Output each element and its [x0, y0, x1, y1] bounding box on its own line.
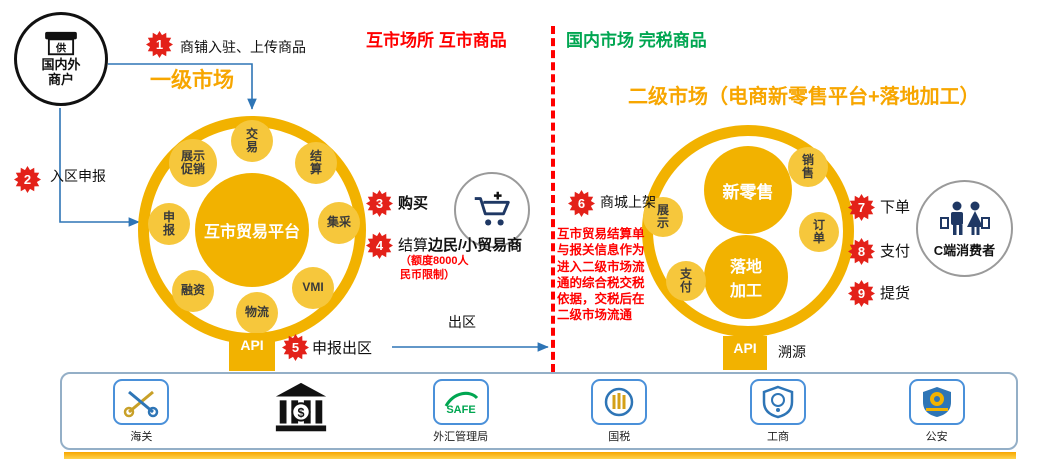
svg-text:$: $: [297, 405, 304, 419]
exit-zone-label: 出区: [448, 314, 476, 330]
step-4-label: 结算边民/小贸易商: [398, 237, 523, 254]
cart-circle: [454, 172, 530, 248]
secondary-market-title: 二级市场（电商新零售平台+落地加工）: [628, 86, 980, 108]
step-5-num: 5: [291, 340, 300, 355]
agency-commerce-label: 工商: [766, 430, 789, 443]
tax-basis-note: 互市贸易结算单与报关信息作为进入二级市场流通的综合税交税依据，交税后在二级市场流…: [557, 227, 645, 323]
svg-text:SAFE: SAFE: [446, 404, 475, 416]
agency-police: 公安: [908, 378, 965, 444]
step-8-num: 8: [857, 244, 866, 259]
merchant-circle: 供 国内外商户: [14, 12, 108, 106]
satellite-display: 展示: [643, 197, 683, 237]
step-9-label: 提货: [880, 285, 911, 302]
satellite-sales: 销售: [788, 147, 828, 187]
satellite-finance: 融资: [172, 270, 214, 312]
agency-commerce: 工商: [749, 378, 806, 444]
right-market-title: 国内市场 完税商品: [566, 31, 707, 50]
svg-text:供: 供: [55, 42, 67, 55]
agency-safe: SAFE 外汇管理局: [432, 378, 489, 444]
step-1-num: 1: [155, 37, 164, 52]
new-retail-hub: 新零售: [704, 146, 792, 234]
satellite-trade: 交易: [231, 120, 273, 162]
step-1-label: 商铺入驻、上传商品: [180, 39, 306, 55]
trace-label: 溯源: [778, 344, 806, 360]
step-4-num: 4: [375, 238, 384, 253]
left-api-tab: API: [229, 333, 275, 371]
step-2-num: 2: [23, 172, 32, 187]
bank-icon: $: [275, 382, 327, 431]
consumers-icon: [939, 201, 990, 235]
satellite-payment: 支付: [666, 261, 706, 301]
step-5-label: 申报出区: [312, 340, 373, 357]
step-3-num: 3: [375, 196, 384, 211]
satellite-declare: 申报: [148, 203, 190, 245]
step-3-badge: 3: [366, 190, 393, 217]
step-8-label: 支付: [880, 243, 911, 260]
storefront-icon: 供: [45, 31, 77, 56]
right-api-tab: API: [723, 336, 767, 370]
step-2-badge: 2: [14, 166, 41, 193]
agency-police-label: 公安: [925, 430, 948, 443]
agency-safe-label: 外汇管理局: [433, 430, 489, 443]
satellite-settlement: 结算: [295, 142, 337, 184]
shopping-cart-icon: [474, 191, 510, 226]
step-1-badge: 1: [146, 31, 173, 58]
step-2-label: 入区申报: [50, 168, 106, 184]
local-processing-hub: 落地加工: [704, 235, 788, 319]
agency-bar: 海关 $ SAFE 外汇管理局: [60, 372, 1018, 450]
agency-tax: 国税: [591, 378, 648, 444]
step-6-badge: 6: [568, 190, 595, 217]
tax-icon: [591, 378, 648, 425]
agency-customs-label: 海关: [130, 430, 153, 443]
agency-customs: 海关: [113, 378, 170, 444]
step-7-num: 7: [857, 200, 866, 215]
primary-market-title: 一级市场: [150, 69, 234, 92]
police-badge-icon: [908, 378, 965, 425]
consumer-circle: C端消费者: [916, 180, 1013, 277]
market-divider-line: [551, 26, 555, 372]
agency-tax-label: 国税: [608, 430, 631, 443]
trade-platform-hub: 互市贸易平台: [195, 173, 309, 287]
bottom-accent-bar: [64, 452, 1016, 459]
satellite-promo: 展示促销: [169, 139, 217, 187]
left-market-title: 互市场所 互市商品: [366, 31, 507, 50]
commerce-shield-icon: [749, 378, 806, 425]
step-4-badge: 4: [366, 232, 393, 259]
step-6-label: 商城上架: [600, 194, 656, 210]
consumer-name: C端消费者: [933, 242, 996, 258]
step-9-num: 9: [857, 286, 866, 301]
quota-note: （额度8000人民币限制）: [400, 255, 469, 281]
agency-bank: $: [272, 381, 330, 442]
satellite-vmi: VMI: [292, 267, 334, 309]
satellite-procurement: 集采: [318, 202, 360, 244]
satellite-logistics: 物流: [236, 292, 278, 334]
customs-icon: [113, 378, 170, 425]
safe-icon: SAFE: [432, 378, 489, 425]
step-6-num: 6: [577, 196, 586, 211]
merchant-name: 国内外商户: [41, 57, 81, 87]
step-4-bold-label: 边民/小贸易商: [428, 237, 523, 254]
satellite-orders: 订单: [799, 212, 839, 252]
step-3-label: 购买: [398, 195, 429, 212]
step-9-badge: 9: [848, 280, 875, 307]
step-7-label: 下单: [880, 199, 911, 216]
